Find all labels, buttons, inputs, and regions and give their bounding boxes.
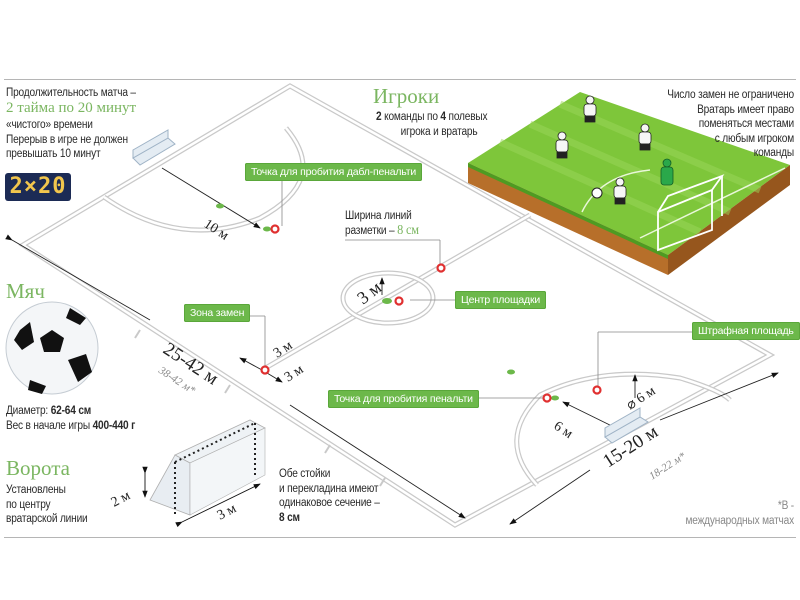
players-desc: 2 команды по 4 полевых игрока и вратарь [376, 110, 508, 139]
sub-zone-ticks [134, 329, 386, 487]
goal-line: вратарской линии [6, 513, 88, 525]
goalkeeper-figure [660, 158, 674, 186]
goal-line: Установлены [6, 484, 66, 496]
callout-center: Центр площадки [455, 291, 547, 309]
substitution-rules: Число замен не ограничено Вратарь имеет … [636, 88, 794, 161]
sub-rule-line: команды [753, 147, 794, 159]
sub-zone-dim-a: 3 м [271, 338, 296, 361]
goal-line: по центру [6, 498, 51, 511]
center-marker [394, 296, 404, 306]
line-width-marker [436, 263, 446, 273]
section-value: 8 см [279, 511, 300, 524]
line-width-label2: разметки – [345, 224, 398, 237]
section-line: и перекладина имеют [279, 482, 379, 495]
green-spots [216, 203, 559, 401]
bottom-goal [604, 407, 649, 444]
weight-label: Вес в начале игры [6, 419, 93, 432]
footnote-line1: *В - [777, 500, 794, 512]
penalty-marker [542, 393, 552, 403]
weight-value: 400-440 г [92, 419, 136, 432]
sub-rule-line: поменяться местами [698, 118, 794, 130]
field-player-count: 4 [440, 111, 446, 123]
ball-title: Мяч [6, 279, 45, 303]
ten-m-arrow [161, 167, 261, 229]
break-line-1: Перерыв в игре не должен [6, 133, 128, 146]
penalty-area-marker [592, 385, 602, 395]
soccer-ball-icon [5, 301, 99, 395]
top-goal [132, 129, 176, 166]
players-title: Игроки [373, 84, 440, 108]
scoreboard-icon: 2×20 [5, 173, 71, 201]
match-duration-text: Продолжительность матча – [6, 86, 200, 101]
section-line: одинаковое сечение – [279, 497, 380, 509]
ball-small-icon [591, 187, 603, 199]
goal-height-dim: 2 м [109, 488, 133, 510]
line-width-label: Ширина линий [345, 210, 412, 222]
sub-rule-line: Вратарь имеет право [697, 103, 794, 116]
player-figure [555, 95, 652, 205]
players-desc-mid: команды по [381, 111, 441, 123]
center-circle [340, 270, 436, 326]
break-line-2: превышать 10 минут [6, 148, 101, 160]
top-divider [4, 79, 796, 80]
double-penalty-dim: 10 м [201, 217, 231, 244]
line-width-info: Ширина линий разметки – 8 см [345, 209, 477, 238]
duration-line-3: «чистого» времени [6, 119, 93, 131]
team-count: 2 [376, 111, 382, 123]
diameter-label: Диаметр: [6, 405, 51, 417]
red-markers [260, 224, 602, 403]
halfway-line [260, 212, 532, 373]
footnote: *В - международных матчах [618, 499, 794, 528]
ball-specs: Диаметр: 62-64 см Вес в начале игры 400-… [6, 404, 182, 433]
match-break-text: «чистого» времени Перерыв в игре не долж… [6, 118, 200, 162]
section-line: Обе стойки [279, 468, 331, 480]
goal-placement: Установлены по центру вратарской линии [6, 483, 112, 527]
scoreboard-value: 2×20 [9, 174, 67, 199]
penalty-area-bottom [514, 371, 732, 487]
line-width-value: 8 см [397, 222, 419, 238]
goal-title: Ворота [6, 456, 70, 480]
area-radius-dim: ⌀ 6 м [624, 384, 659, 414]
players-illustration [468, 92, 790, 275]
goal-section-info: Обе стойки и перекладина имеют одинаково… [279, 467, 411, 525]
players-desc-suffix: полевых [445, 111, 488, 123]
width-intl-dim: 18-22 м* [647, 450, 688, 483]
penalty-dist-dim: 6 м [551, 419, 576, 442]
callout-sub-zone: Зона замен [184, 304, 251, 322]
duration-line: Продолжительность матча – [6, 87, 136, 99]
bottom-divider [4, 537, 796, 538]
players-desc-line2: игрока и вратарь [400, 125, 478, 138]
isometric-goal [657, 174, 725, 252]
penalty-area-top [102, 126, 306, 233]
callout-double-penalty: Точка для пробития дабл-пенальти [245, 163, 422, 181]
double-penalty-marker [270, 224, 280, 234]
diameter-value: 62-64 см [50, 405, 92, 417]
duration-highlight: 2 тайма по 20 минут [6, 100, 137, 116]
callout-leaders [245, 178, 700, 399]
sub-rule-line: с любым игроком [714, 132, 794, 145]
sub-zone-dim-b: 3 м [282, 362, 307, 385]
sub-zone-marker [260, 365, 270, 375]
callout-penalty-area: Штрафная площадь [692, 322, 800, 340]
callout-penalty-spot: Точка для пробития пенальти [328, 390, 479, 408]
goal-diagram: 2 м 3 м [109, 419, 266, 528]
footnote-line2: международных матчах [685, 514, 794, 527]
sub-rule-line: Число замен не ограничено [667, 89, 794, 101]
